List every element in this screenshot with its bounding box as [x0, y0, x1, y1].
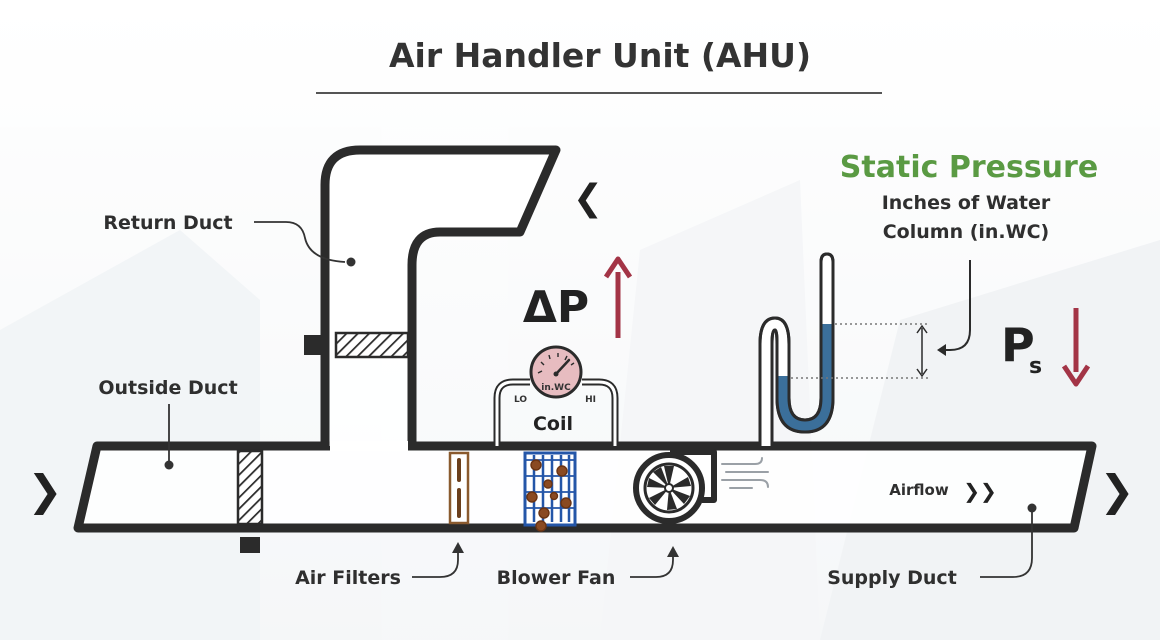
outside-duct-label: Outside Duct — [98, 377, 237, 399]
return-air-chevron-icon: ❮ — [573, 178, 603, 219]
supply-duct-label: Supply Duct — [827, 567, 957, 589]
static-pressure-title: Static Pressure — [840, 150, 1098, 185]
return-duct-label: Return Duct — [103, 212, 232, 234]
blower-fan-label: Blower Fan — [497, 567, 616, 589]
static-pressure-callout — [944, 260, 971, 351]
return-damper-actuator — [304, 335, 324, 355]
outside-duct-marker — [164, 460, 174, 470]
gauge-unit: in.WC — [541, 383, 571, 393]
air-filters-leader — [412, 548, 459, 578]
static-pressure-subtitle-line2: Column (in.WC) — [883, 221, 1050, 243]
airflow-arrows-icon: ❯❯ — [963, 479, 997, 503]
return-duct — [320, 145, 561, 446]
outside-damper-actuator — [240, 537, 260, 553]
coil — [523, 451, 577, 532]
fan-blades — [647, 466, 691, 510]
return-duct-opening — [330, 441, 408, 451]
manometer — [758, 252, 928, 446]
airflow-label: Airflow — [889, 481, 949, 499]
blower-fan-leader — [630, 552, 674, 578]
coil-pressure-gauge: in.WC LO HI — [493, 345, 619, 446]
pressure-up-arrow — [603, 256, 633, 338]
supply-duct-marker — [1027, 503, 1037, 513]
ps-subscript: s — [1029, 354, 1042, 379]
outside-damper — [236, 449, 264, 526]
ps-symbol: P — [1001, 318, 1035, 372]
supply-duct-leader — [980, 512, 1033, 578]
air-filters-label: Air Filters — [295, 567, 401, 589]
static-pressure-subtitle-line1: Inches of Water — [882, 192, 1051, 214]
page-title: Air Handler Unit (AHU) — [389, 36, 811, 75]
wind-icon — [721, 457, 769, 489]
delta-p-symbol: ΔP — [523, 282, 589, 333]
outside-air-chevron-icon: ❯ — [27, 466, 62, 516]
return-duct-marker — [346, 257, 356, 267]
pressure-down-arrow — [1061, 308, 1091, 387]
gauge-needle — [554, 358, 571, 376]
return-duct-leader — [254, 221, 346, 263]
air-filter — [448, 451, 470, 525]
supply-air-chevron-icon: ❯ — [1099, 466, 1134, 516]
return-damper — [334, 331, 410, 359]
coil-label: Coil — [533, 413, 573, 435]
gauge-lo-label: LO — [514, 395, 527, 405]
blower-fan — [633, 449, 717, 524]
gauge-hi-label: HI — [585, 395, 596, 405]
coil-debris — [526, 459, 572, 532]
